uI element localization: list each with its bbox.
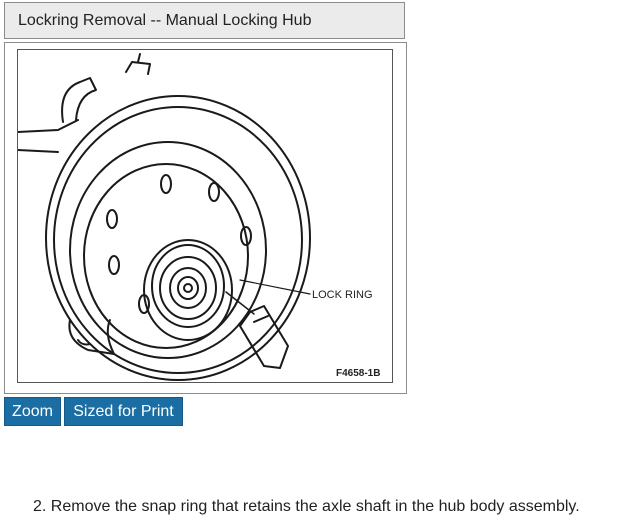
figure-illustration: LOCK RING F4658-1B <box>17 49 393 383</box>
wheel-studs <box>106 174 252 314</box>
hub-diagram: LOCK RING F4658-1B <box>18 53 380 381</box>
figure-frame: LOCK RING F4658-1B <box>4 42 407 394</box>
figure-action-buttons: Zoom Sized for Print <box>4 397 183 426</box>
lock-ring-callout: LOCK RING <box>312 289 373 301</box>
figure-id-label: F4658-1B <box>336 368 380 379</box>
figure-title: Lockring Removal -- Manual Locking Hub <box>18 11 312 29</box>
figure-title-bar: Lockring Removal -- Manual Locking Hub <box>4 2 405 39</box>
sized-for-print-button[interactable]: Sized for Print <box>64 397 183 426</box>
instruction-step: 2. Remove the snap ring that retains the… <box>33 498 580 515</box>
zoom-button[interactable]: Zoom <box>4 397 61 426</box>
